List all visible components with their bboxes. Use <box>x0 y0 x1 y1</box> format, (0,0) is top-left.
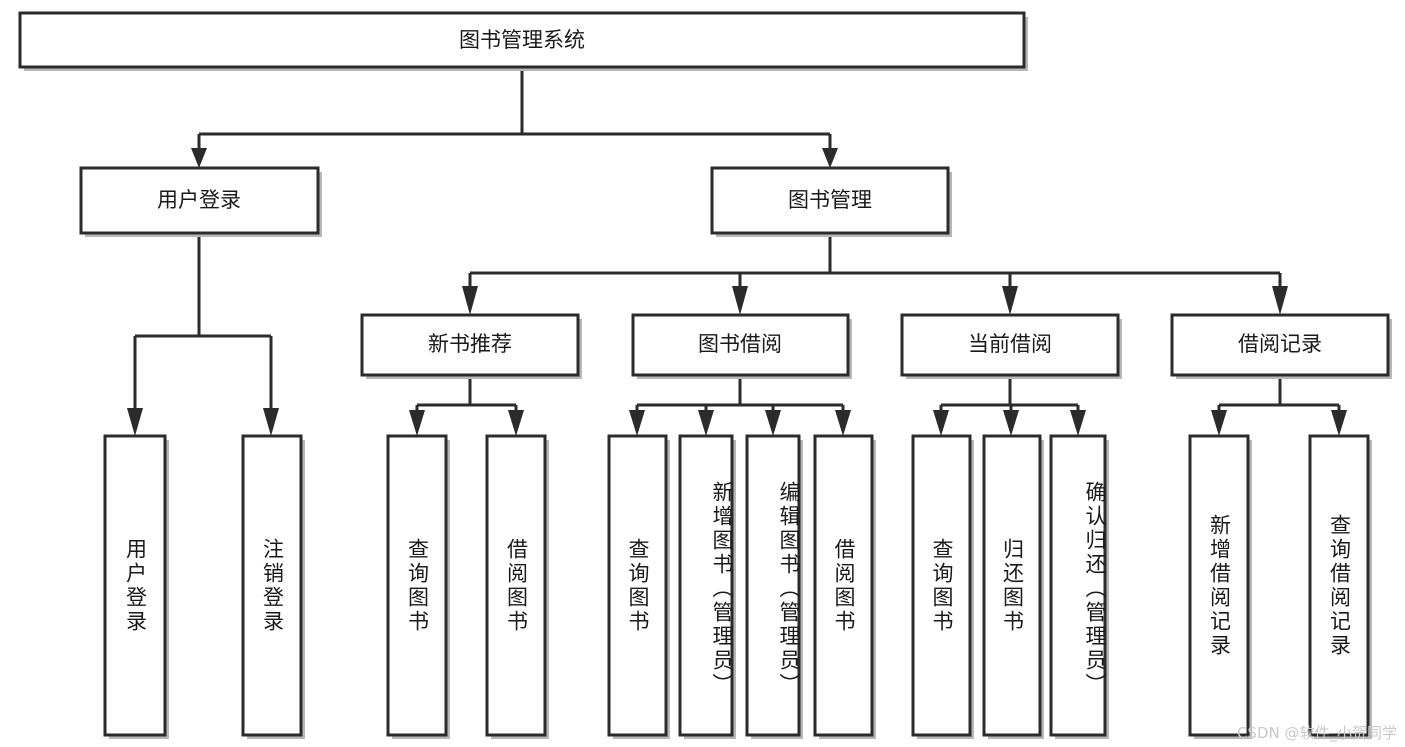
arrowhead-leaf-add-book <box>698 410 714 436</box>
node-user-login-label: 用户登录 <box>157 188 241 212</box>
arrowhead-current-borrow <box>1002 286 1018 315</box>
node-leaf-edit-book[interactable] <box>745 434 801 737</box>
arrowhead-leaf-add-record <box>1211 410 1227 436</box>
node-book-manage[interactable] <box>710 166 950 235</box>
node-borrow-record-label: 借阅记录 <box>1238 332 1322 356</box>
node-leaf-query-record[interactable] <box>1308 434 1370 737</box>
node-layer: 图书管理系统 用户登录 图书管理 新书推荐 图书借阅 当前借阅 借阅记录 <box>18 11 1392 739</box>
node-leaf-logout-login[interactable] <box>241 434 303 737</box>
node-user-login[interactable] <box>79 166 320 235</box>
arrowhead-book-borrow <box>732 286 748 315</box>
node-book-borrow[interactable] <box>631 313 850 377</box>
arrowhead-new-book-recommend <box>462 286 478 315</box>
arrowhead-leaf-query-record <box>1331 410 1347 436</box>
node-leaf-user-login[interactable] <box>103 434 167 737</box>
node-new-book-recommend[interactable] <box>360 313 580 377</box>
arrowhead-leaf-query-book-b <box>629 410 645 436</box>
node-leaf-borrow-book-a[interactable] <box>485 434 547 737</box>
node-new-book-recommend-label: 新书推荐 <box>428 332 512 356</box>
arrowhead-leaf-query-book-c <box>933 410 949 436</box>
node-leaf-add-book[interactable] <box>678 434 734 737</box>
arrowhead-leaf-edit-book <box>765 410 781 436</box>
node-book-manage-label: 图书管理 <box>788 188 872 212</box>
node-leaf-return-book[interactable] <box>982 434 1042 737</box>
arrowhead-user-login <box>191 148 207 168</box>
arrowhead-leaf-return-book <box>1003 410 1019 436</box>
node-leaf-confirm-return[interactable] <box>1049 434 1107 737</box>
arrowhead-leaf-confirm-return <box>1070 410 1086 436</box>
arrowhead-leaf-borrow-book-a <box>508 410 524 436</box>
arrowhead-leaf-borrow-book-b <box>835 410 851 436</box>
node-leaf-query-book-b[interactable] <box>607 434 668 737</box>
node-current-borrow[interactable] <box>900 313 1120 377</box>
node-current-borrow-label: 当前借阅 <box>968 332 1052 356</box>
node-leaf-add-record[interactable] <box>1188 434 1250 737</box>
node-borrow-record[interactable] <box>1170 313 1390 377</box>
node-leaf-query-book-c[interactable] <box>911 434 972 737</box>
node-leaf-query-book-a[interactable] <box>386 434 448 737</box>
watermark-text: CSDN @软件_小贺同学 <box>1236 724 1397 742</box>
arrowhead-leaf-user-login <box>127 408 143 436</box>
arrowhead-leaf-logout-login <box>263 408 279 436</box>
connector-layer <box>127 67 1347 436</box>
arrowhead-borrow-record <box>1272 286 1288 315</box>
node-leaf-borrow-book-b[interactable] <box>813 434 874 737</box>
arrowhead-leaf-query-book-a <box>409 410 425 436</box>
node-root-label: 图书管理系统 <box>459 28 585 52</box>
node-book-borrow-label: 图书借阅 <box>698 332 782 356</box>
node-root[interactable] <box>18 11 1026 69</box>
arrowhead-book-manage <box>822 148 838 168</box>
